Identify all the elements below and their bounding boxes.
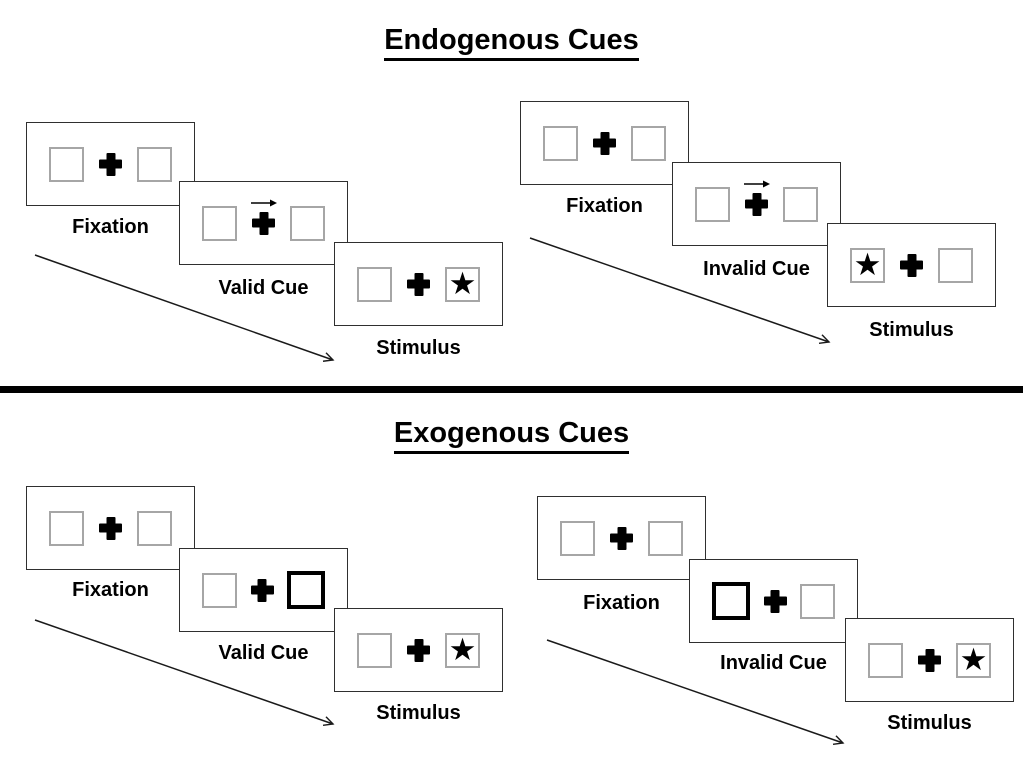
right-box bbox=[938, 247, 973, 283]
cue-arrow-icon bbox=[743, 180, 770, 187]
left-box bbox=[357, 266, 392, 302]
section-title-exogenous: Exogenous Cues bbox=[0, 417, 1023, 454]
fixation-label: Fixation bbox=[72, 579, 149, 601]
fixation-label: Fixation bbox=[583, 592, 660, 614]
right-box bbox=[137, 146, 172, 182]
cue-panel bbox=[689, 559, 858, 643]
left-box bbox=[357, 632, 392, 668]
fixation-cross-icon bbox=[610, 527, 633, 550]
cue-label: Invalid Cue bbox=[703, 258, 810, 280]
section-divider bbox=[0, 386, 1023, 393]
highlighted-box bbox=[712, 582, 750, 620]
fixation-cross-icon bbox=[764, 590, 787, 613]
right-box bbox=[800, 583, 835, 619]
right-box bbox=[783, 186, 818, 222]
fixation-cross-icon bbox=[99, 153, 122, 176]
stimulus-panel: ★ bbox=[827, 223, 996, 307]
right-box bbox=[290, 205, 325, 241]
right-box bbox=[631, 125, 666, 161]
stimulus-label: Stimulus bbox=[869, 319, 954, 341]
fixation-panel bbox=[537, 496, 706, 580]
fixation-cross-icon bbox=[251, 579, 274, 602]
fixation-label: Fixation bbox=[72, 216, 149, 238]
left-box bbox=[49, 510, 84, 546]
left-box bbox=[695, 186, 730, 222]
left-box bbox=[868, 642, 903, 678]
stimulus-panel: ★ bbox=[334, 242, 503, 326]
left-box bbox=[543, 125, 578, 161]
star-icon: ★ bbox=[445, 266, 480, 302]
fixation-cross-icon bbox=[252, 212, 275, 235]
stimulus-panel: ★ bbox=[334, 608, 503, 692]
right-box bbox=[648, 520, 683, 556]
cue-label: Valid Cue bbox=[218, 277, 309, 299]
cue-panel bbox=[179, 181, 348, 265]
star-icon: ★ bbox=[445, 632, 480, 668]
star-icon: ★ bbox=[956, 642, 991, 678]
central-cue bbox=[250, 199, 277, 235]
timeline-arrow-endogenous-invalid bbox=[529, 237, 829, 342]
fixation-cross-icon bbox=[918, 649, 941, 672]
fixation-cross-icon bbox=[745, 193, 768, 216]
stimulus-label: Stimulus bbox=[376, 702, 461, 724]
endogenous-title-text: Endogenous Cues bbox=[384, 24, 639, 61]
cue-panel bbox=[672, 162, 841, 246]
stimulus-label: Stimulus bbox=[887, 712, 972, 734]
stimulus-panel: ★ bbox=[845, 618, 1014, 702]
central-cue bbox=[743, 180, 770, 216]
exogenous-title-text: Exogenous Cues bbox=[393, 417, 630, 454]
cue-arrow-icon bbox=[250, 199, 277, 206]
fixation-cross-icon bbox=[407, 639, 430, 662]
fixation-cross-icon bbox=[900, 254, 923, 277]
left-box bbox=[202, 205, 237, 241]
cue-panel bbox=[179, 548, 348, 632]
timeline-arrow-exogenous-valid bbox=[34, 619, 333, 724]
timeline-arrow-endogenous-valid bbox=[34, 254, 333, 360]
right-box bbox=[137, 510, 172, 546]
star-icon: ★ bbox=[850, 247, 885, 283]
fixation-cross-icon bbox=[593, 132, 616, 155]
fixation-panel bbox=[26, 486, 195, 570]
fixation-label: Fixation bbox=[566, 195, 643, 217]
cue-label: Invalid Cue bbox=[720, 652, 827, 674]
fixation-cross-icon bbox=[407, 273, 430, 296]
left-box bbox=[49, 146, 84, 182]
cue-label: Valid Cue bbox=[218, 642, 309, 664]
stimulus-label: Stimulus bbox=[376, 337, 461, 359]
fixation-panel bbox=[520, 101, 689, 185]
fixation-cross-icon bbox=[99, 517, 122, 540]
section-title-endogenous: Endogenous Cues bbox=[0, 24, 1023, 61]
fixation-panel bbox=[26, 122, 195, 206]
left-box bbox=[202, 572, 237, 608]
highlighted-box bbox=[287, 571, 325, 609]
left-box bbox=[560, 520, 595, 556]
